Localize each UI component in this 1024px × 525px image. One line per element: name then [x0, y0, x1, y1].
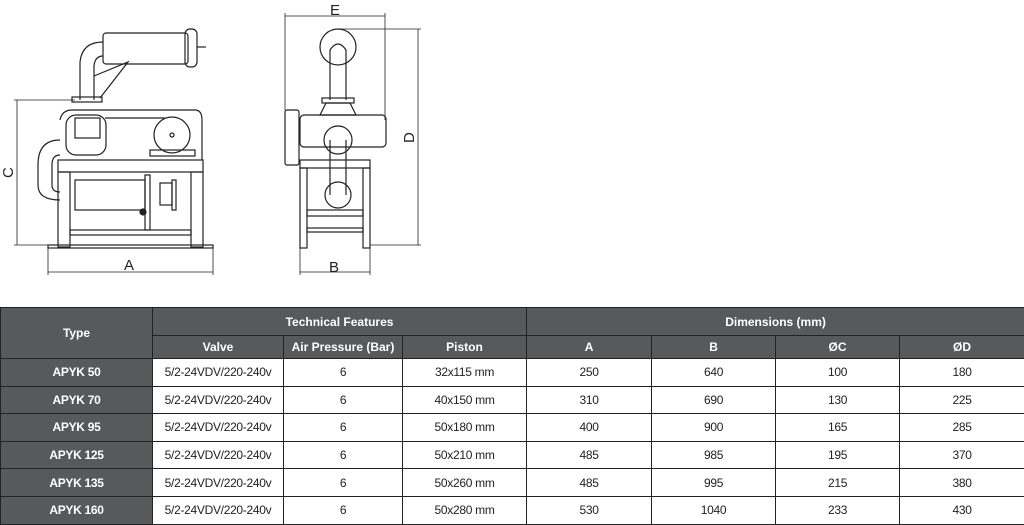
- cell-valve: 5/2-24VDV/220-240v: [153, 414, 284, 442]
- cell-d: 285: [900, 414, 1024, 442]
- header-dimensions: Dimensions (mm): [527, 308, 1024, 336]
- cell-b: 690: [652, 386, 776, 414]
- dimension-label-a: A: [124, 257, 134, 274]
- cell-d: 430: [900, 496, 1024, 524]
- cell-air: 6: [284, 386, 403, 414]
- header-valve: Valve: [153, 336, 284, 359]
- header-d: ØD: [900, 336, 1024, 359]
- header-c: ØC: [776, 336, 900, 359]
- cell-d: 370: [900, 441, 1024, 469]
- cell-air: 6: [284, 469, 403, 497]
- header-type: Type: [1, 308, 153, 359]
- cell-a: 485: [527, 441, 652, 469]
- dimension-label-b: B: [329, 259, 339, 276]
- cell-b: 1040: [652, 496, 776, 524]
- cell-c: 100: [776, 359, 900, 387]
- dimension-label-d: D: [401, 132, 418, 143]
- header-b: B: [652, 336, 776, 359]
- cell-air: 6: [284, 359, 403, 387]
- cell-a: 400: [527, 414, 652, 442]
- cell-valve: 5/2-24VDV/220-240v: [153, 386, 284, 414]
- cell-d: 225: [900, 386, 1024, 414]
- front-view: [285, 29, 386, 248]
- side-view: [38, 29, 213, 248]
- cell-type: APYK 125: [1, 441, 153, 469]
- cell-type: APYK 70: [1, 386, 153, 414]
- cell-b: 900: [652, 414, 776, 442]
- cell-piston: 40x150 mm: [403, 386, 527, 414]
- specifications-table: Type Technical Features Dimensions (mm) …: [0, 307, 1024, 525]
- cell-air: 6: [284, 496, 403, 524]
- dimension-label-e: E: [330, 2, 340, 19]
- cell-c: 130: [776, 386, 900, 414]
- cell-a: 250: [527, 359, 652, 387]
- cell-type: APYK 50: [1, 359, 153, 387]
- cell-valve: 5/2-24VDV/220-240v: [153, 469, 284, 497]
- header-technical-features: Technical Features: [153, 308, 527, 336]
- cell-valve: 5/2-24VDV/220-240v: [153, 496, 284, 524]
- cell-valve: 5/2-24VDV/220-240v: [153, 359, 284, 387]
- cell-piston: 32x115 mm: [403, 359, 527, 387]
- cell-c: 165: [776, 414, 900, 442]
- cell-piston: 50x280 mm: [403, 496, 527, 524]
- dimension-lines: [14, 13, 421, 275]
- cell-valve: 5/2-24VDV/220-240v: [153, 441, 284, 469]
- cell-c: 215: [776, 469, 900, 497]
- cell-piston: 50x180 mm: [403, 414, 527, 442]
- header-air-pressure: Air Pressure (Bar): [284, 336, 403, 359]
- cell-piston: 50x260 mm: [403, 469, 527, 497]
- cell-d: 380: [900, 469, 1024, 497]
- dimension-label-c: C: [0, 167, 17, 178]
- cell-piston: 50x210 mm: [403, 441, 527, 469]
- cell-c: 233: [776, 496, 900, 524]
- cell-type: APYK 135: [1, 469, 153, 497]
- cell-type: APYK 95: [1, 414, 153, 442]
- cell-type: APYK 160: [1, 496, 153, 524]
- cell-a: 530: [527, 496, 652, 524]
- cell-c: 195: [776, 441, 900, 469]
- cell-a: 485: [527, 469, 652, 497]
- cell-air: 6: [284, 414, 403, 442]
- header-a: A: [527, 336, 652, 359]
- cell-d: 180: [900, 359, 1024, 387]
- cell-a: 310: [527, 386, 652, 414]
- technical-drawing: A B E C D: [0, 0, 440, 285]
- header-piston: Piston: [403, 336, 527, 359]
- cell-b: 985: [652, 441, 776, 469]
- cell-b: 640: [652, 359, 776, 387]
- cell-b: 995: [652, 469, 776, 497]
- cell-air: 6: [284, 441, 403, 469]
